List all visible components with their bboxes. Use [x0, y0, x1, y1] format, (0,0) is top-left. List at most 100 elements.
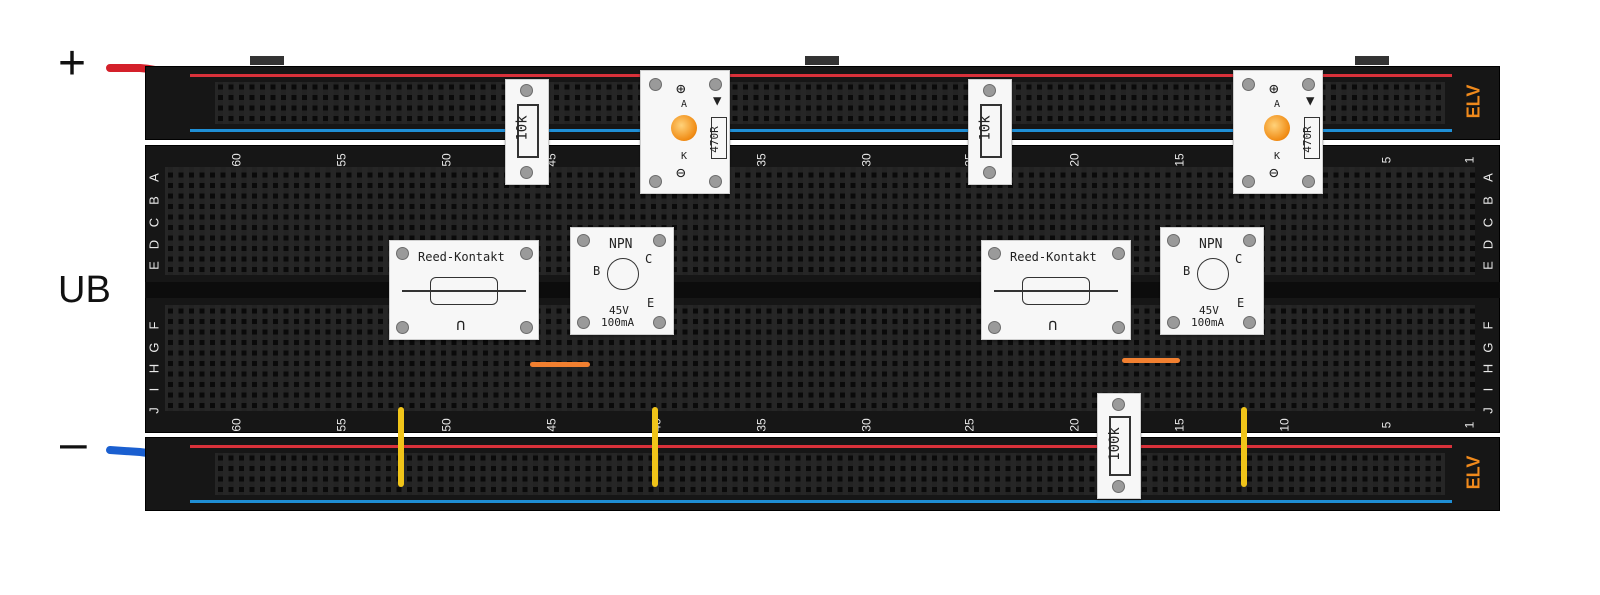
- resistor-value: 10k: [514, 115, 531, 141]
- bottom-power-rail: ELV: [145, 437, 1500, 511]
- magnet-icon: ∩: [456, 315, 466, 334]
- minus-label: –: [60, 417, 87, 470]
- led-resistor-value: 470R: [1300, 126, 1314, 153]
- npn-title: NPN: [609, 237, 633, 252]
- ub-label: UB: [58, 269, 111, 311]
- resistor-value: 100k: [1106, 427, 1123, 461]
- screw: [709, 175, 722, 188]
- screw: [1243, 234, 1256, 247]
- board-tab: [250, 56, 284, 65]
- screw: [577, 316, 590, 329]
- center-channel: [145, 282, 1500, 298]
- npn-voltage: 45V: [609, 304, 629, 317]
- led-cathode-label: K: [681, 151, 688, 162]
- reed-title: Reed-Kontakt: [418, 250, 505, 264]
- screw: [1167, 234, 1180, 247]
- transistor-icon: [1197, 258, 1229, 290]
- screw: [520, 166, 533, 179]
- reed-title: Reed-Kontakt: [1010, 250, 1097, 264]
- minus-symbol: ⊖: [1269, 163, 1279, 182]
- npn-voltage: 45V: [1199, 304, 1219, 317]
- npn-transistor-module-right[interactable]: NPN B C E 45V 100mA: [1160, 227, 1264, 335]
- screw: [988, 247, 1001, 260]
- npn-title: NPN: [1199, 237, 1223, 252]
- npn-current: 100mA: [1191, 316, 1225, 329]
- jumper-wire-short: [530, 362, 590, 367]
- screw: [1302, 175, 1315, 188]
- screw: [520, 247, 533, 260]
- screw: [396, 247, 409, 260]
- board-tab: [805, 56, 839, 65]
- reed-line: [994, 290, 1118, 292]
- rail-red-line: [190, 445, 1452, 448]
- npn-collector-label: C: [645, 252, 653, 266]
- screw: [983, 166, 996, 179]
- led-resistor-symbol: [1304, 117, 1320, 159]
- screw: [988, 321, 1001, 334]
- rail-blue-line: [190, 129, 1452, 132]
- screw: [1112, 321, 1125, 334]
- led-icon: [1264, 115, 1290, 141]
- led-resistor-value: 470R: [707, 126, 721, 153]
- brand-logo: ELV: [1463, 84, 1484, 119]
- led-cathode-label: K: [1274, 151, 1281, 162]
- plus-label: +: [58, 37, 87, 90]
- screw: [649, 175, 662, 188]
- screw: [1167, 316, 1180, 329]
- plus-symbol: ⊕: [1269, 79, 1279, 98]
- resistor-symbol: [517, 104, 539, 158]
- reed-line: [402, 290, 526, 292]
- reed-contact-module-right[interactable]: Reed-Kontakt ∩: [981, 240, 1131, 340]
- rail-blue-line: [190, 500, 1452, 503]
- reed-contact-module-left[interactable]: Reed-Kontakt ∩: [389, 240, 539, 340]
- transistor-icon: [607, 258, 639, 290]
- jumper-wire-short: [1122, 358, 1180, 363]
- diode-icon: ▼: [713, 93, 722, 109]
- jumper-wire: [398, 407, 404, 487]
- screw: [653, 316, 666, 329]
- npn-current: 100mA: [601, 316, 635, 329]
- npn-emitter-label: E: [647, 296, 655, 310]
- screw: [1242, 175, 1255, 188]
- resistor-symbol: [1109, 416, 1131, 476]
- screw: [653, 234, 666, 247]
- screw: [1243, 316, 1256, 329]
- npn-base-label: B: [593, 264, 601, 278]
- resistor-value: 10k: [977, 115, 994, 141]
- minus-symbol: ⊖: [676, 163, 686, 182]
- plus-symbol: ⊕: [676, 79, 686, 98]
- led-anode-label: A: [1274, 99, 1281, 110]
- resistor-symbol: [980, 104, 1002, 158]
- resistor-module-base[interactable]: 100k: [1097, 393, 1141, 499]
- screw: [1112, 398, 1125, 411]
- led-module-left[interactable]: ⊕ A K ⊖ 470R ▼: [640, 70, 730, 194]
- screw: [649, 78, 662, 91]
- magnet-icon: ∩: [1048, 315, 1058, 334]
- screw: [396, 321, 409, 334]
- diode-icon: ▼: [1306, 93, 1315, 109]
- rail-holes: [215, 453, 1445, 495]
- led-anode-label: A: [681, 99, 688, 110]
- screw: [577, 234, 590, 247]
- led-resistor-symbol: [711, 117, 727, 159]
- screw: [1112, 247, 1125, 260]
- npn-collector-label: C: [1235, 252, 1243, 266]
- jumper-wire: [652, 407, 658, 487]
- screw: [1302, 78, 1315, 91]
- screw: [983, 84, 996, 97]
- npn-base-label: B: [1183, 264, 1191, 278]
- resistor-module-right[interactable]: 10k: [968, 79, 1012, 185]
- brand-logo: ELV: [1463, 455, 1484, 490]
- resistor-module-left[interactable]: 10k: [505, 79, 549, 185]
- npn-transistor-module-left[interactable]: NPN B C E 45V 100mA: [570, 227, 674, 335]
- terminal-holes-bottom: [165, 305, 1475, 411]
- npn-emitter-label: E: [1237, 296, 1245, 310]
- screw: [1242, 78, 1255, 91]
- screw: [709, 78, 722, 91]
- screw: [520, 84, 533, 97]
- screw: [1112, 480, 1125, 493]
- rail-red-line: [190, 74, 1452, 77]
- board-tab: [1355, 56, 1389, 65]
- jumper-wire: [1241, 407, 1247, 487]
- led-module-right[interactable]: ⊕ A K ⊖ 470R ▼: [1233, 70, 1323, 194]
